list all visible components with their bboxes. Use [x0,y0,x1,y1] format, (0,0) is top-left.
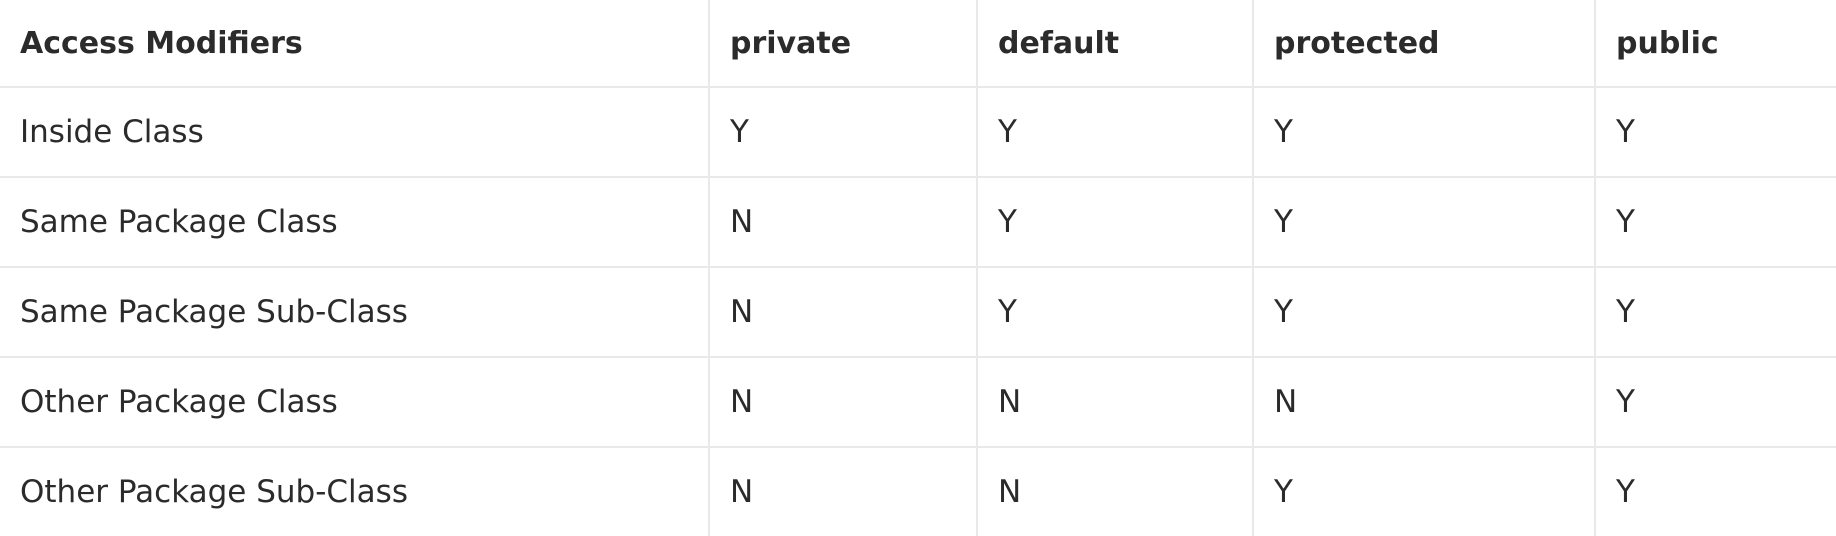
cell-default: N [977,357,1254,448]
header-protected: protected [1253,0,1596,88]
header-row: Access Modifiers private default protect… [0,0,1836,88]
cell-protected: Y [1253,447,1596,536]
cell-public: Y [1595,267,1836,358]
cell-protected: Y [1253,267,1596,358]
cell-default: Y [977,177,1254,268]
cell-private: N [709,267,978,358]
cell-private: N [709,177,978,268]
row-label: Same Package Class [0,177,710,268]
row-label: Other Package Sub-Class [0,447,710,536]
cell-private: N [709,357,978,448]
cell-default: N [977,447,1254,536]
table-row: Other Package Sub-Class N N Y Y [0,447,1836,536]
table-row: Same Package Class N Y Y Y [0,177,1836,268]
table-row: Same Package Sub-Class N Y Y Y [0,267,1836,358]
header-default: default [977,0,1254,88]
table-row: Inside Class Y Y Y Y [0,87,1836,178]
table-body: Inside Class Y Y Y Y Same Package Class … [0,87,1836,536]
cell-default: Y [977,267,1254,358]
cell-default: Y [977,87,1254,178]
row-label: Inside Class [0,87,710,178]
cell-public: Y [1595,177,1836,268]
cell-public: Y [1616,474,1635,510]
header-private: private [709,0,978,88]
table-row: Other Package Class N N N Y [0,357,1836,448]
table-header: Access Modifiers private default protect… [0,0,1836,88]
cell-public: Y [1595,357,1836,448]
cell-public: Y [1595,87,1836,178]
row-label: Same Package Sub-Class [0,267,710,358]
cell-protected: Y [1253,87,1596,178]
header-access-modifiers: Access Modifiers [0,0,710,88]
cell-private: N [709,447,978,536]
cell-protected: Y [1253,177,1596,268]
header-public: public [1595,0,1836,88]
cell-protected: N [1253,357,1596,448]
row-label: Other Package Class [0,357,710,448]
cell-private: Y [709,87,978,178]
